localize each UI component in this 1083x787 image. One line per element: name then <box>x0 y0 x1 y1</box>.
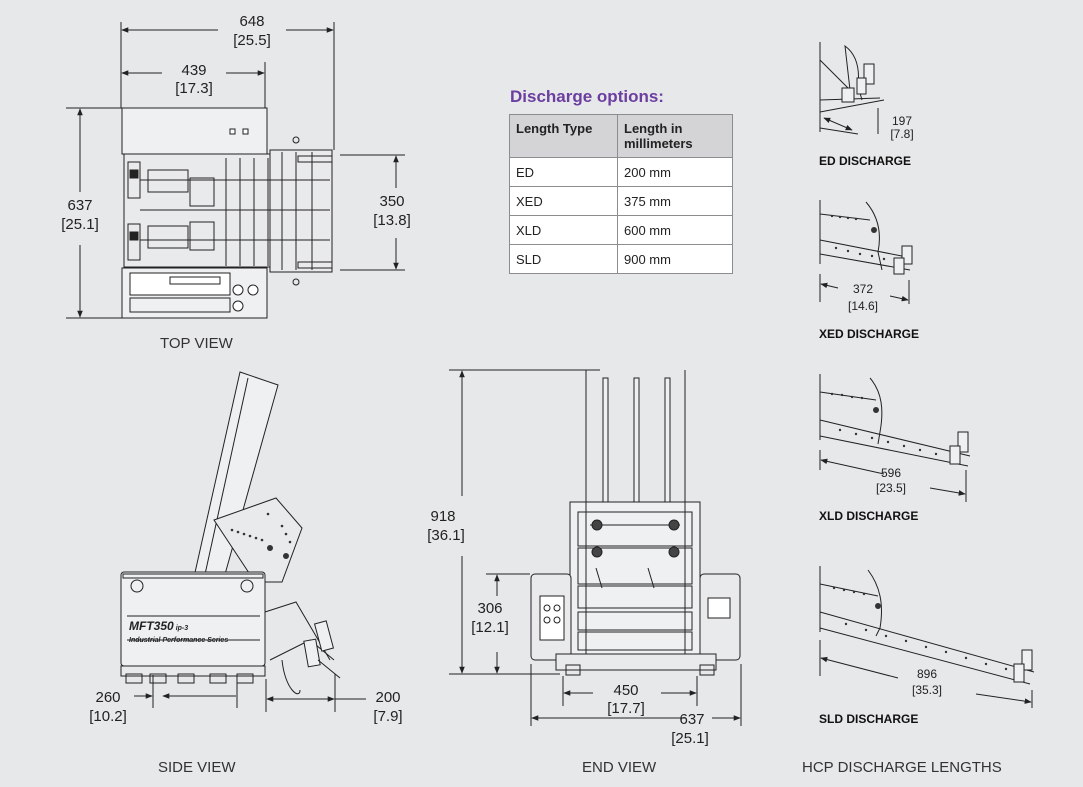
top-inner-mm: 439 <box>181 62 207 79</box>
side-view-drawing <box>120 371 366 712</box>
col-length-mm-header: Length in millimeters <box>617 114 733 158</box>
ed-discharge-label: ED DISCHARGE <box>819 154 912 168</box>
end-width-in: [25.1] <box>671 730 709 747</box>
top-width-in: [25.5] <box>233 32 271 49</box>
top-depth-mm: 637 <box>67 197 93 214</box>
row-type: ED <box>509 157 618 187</box>
side-left-mm: 260 <box>95 689 121 706</box>
end-view-label: END VIEW <box>582 759 657 776</box>
top-inner-in: [17.3] <box>175 80 213 97</box>
end-height-in: [36.1] <box>427 527 465 544</box>
xed-mm: 372 <box>852 282 874 296</box>
row-type: SLD <box>509 244 618 274</box>
end-width-mm: 637 <box>679 711 705 728</box>
end-table-in: [12.1] <box>471 619 509 636</box>
table-row: SLD 900 mm <box>509 244 733 274</box>
row-type: XED <box>509 186 618 216</box>
end-base-mm: 450 <box>613 682 639 699</box>
end-base-in: [17.7] <box>607 700 645 717</box>
end-height-mm: 918 <box>430 508 456 525</box>
sld-in: [35.3] <box>911 683 943 697</box>
sld-discharge-label: SLD DISCHARGE <box>819 712 919 726</box>
side-left-in: [10.2] <box>89 708 127 725</box>
hcp-discharge-lengths-label: HCP DISCHARGE LENGTHS <box>802 759 1002 776</box>
xed-discharge-drawing <box>819 200 913 304</box>
ed-mm: 197 <box>891 114 913 128</box>
top-width-mm: 648 <box>239 13 265 30</box>
top-view-drawing <box>66 22 405 319</box>
row-length: 900 mm <box>617 244 733 274</box>
side-right-in: [7.9] <box>373 708 403 725</box>
table-header-row: Length Type Length in millimeters <box>509 114 733 158</box>
table-row: XED 375 mm <box>509 186 733 216</box>
row-length: 375 mm <box>617 186 733 216</box>
table-row: ED 200 mm <box>509 157 733 187</box>
table-row: XLD 600 mm <box>509 215 733 245</box>
sld-mm: 896 <box>916 667 938 681</box>
top-right-in: [13.8] <box>373 212 411 229</box>
xld-discharge-drawing <box>819 374 971 502</box>
ed-discharge-drawing <box>819 42 885 135</box>
machine-series: Industrial Performance Series <box>129 637 229 644</box>
top-depth-in: [25.1] <box>61 216 99 233</box>
discharge-options-title: Discharge options: <box>510 87 664 106</box>
xed-discharge-label: XED DISCHARGE <box>819 327 920 341</box>
side-view-label: SIDE VIEW <box>158 759 236 776</box>
discharge-options-table: Length Type Length in millimeters ED 200… <box>509 114 733 274</box>
xld-in: [23.5] <box>875 481 907 495</box>
row-type: XLD <box>509 215 618 245</box>
sld-discharge-drawing <box>819 566 1035 708</box>
ed-in: [7.8] <box>890 127 914 141</box>
side-right-mm: 200 <box>375 689 401 706</box>
end-view-drawing <box>449 369 742 726</box>
top-view-label: TOP VIEW <box>160 335 233 352</box>
col-length-type-header: Length Type <box>509 114 618 158</box>
row-length: 600 mm <box>617 215 733 245</box>
row-length: 200 mm <box>617 157 733 187</box>
xld-discharge-label: XLD DISCHARGE <box>819 509 919 523</box>
xed-in: [14.6] <box>847 299 879 313</box>
xld-mm: 596 <box>880 466 902 480</box>
top-right-mm: 350 <box>379 193 405 210</box>
end-table-mm: 306 <box>477 600 503 617</box>
